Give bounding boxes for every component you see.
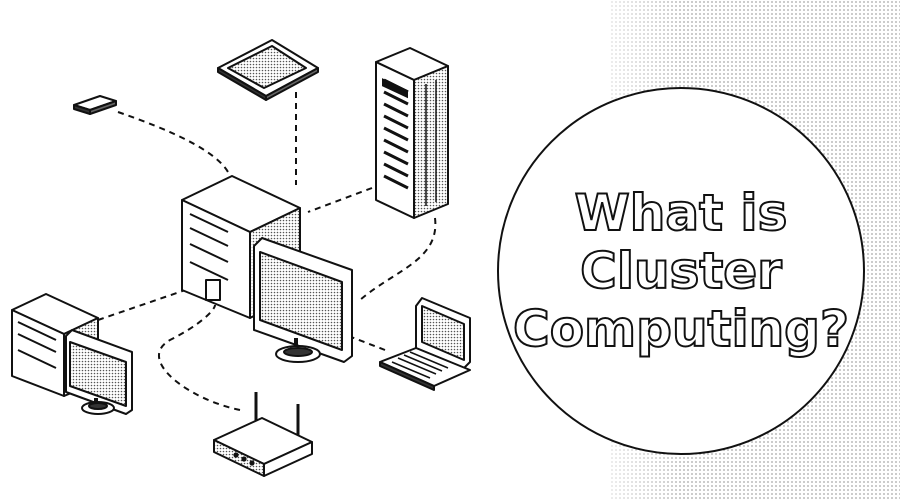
title-line-3: Computing?: [512, 299, 850, 359]
link-rack-workstation: [307, 187, 373, 213]
link-rack-router: [359, 217, 437, 301]
title-line-1: What is: [574, 183, 789, 243]
desktop-workstation-icon: [181, 175, 353, 363]
desktop-computer-icon: [11, 293, 133, 415]
laptop-icon: [379, 297, 471, 391]
tablet-icon: [217, 39, 319, 101]
link-router-workstation: [157, 304, 241, 411]
title-circle: What is Cluster Computing?: [497, 87, 865, 455]
router-icon: [213, 392, 313, 477]
title-line-2: Cluster: [579, 241, 783, 301]
link-smartphone-workstation: [117, 111, 229, 173]
server-rack-icon: [375, 47, 449, 219]
smartphone-icon: [73, 95, 117, 115]
